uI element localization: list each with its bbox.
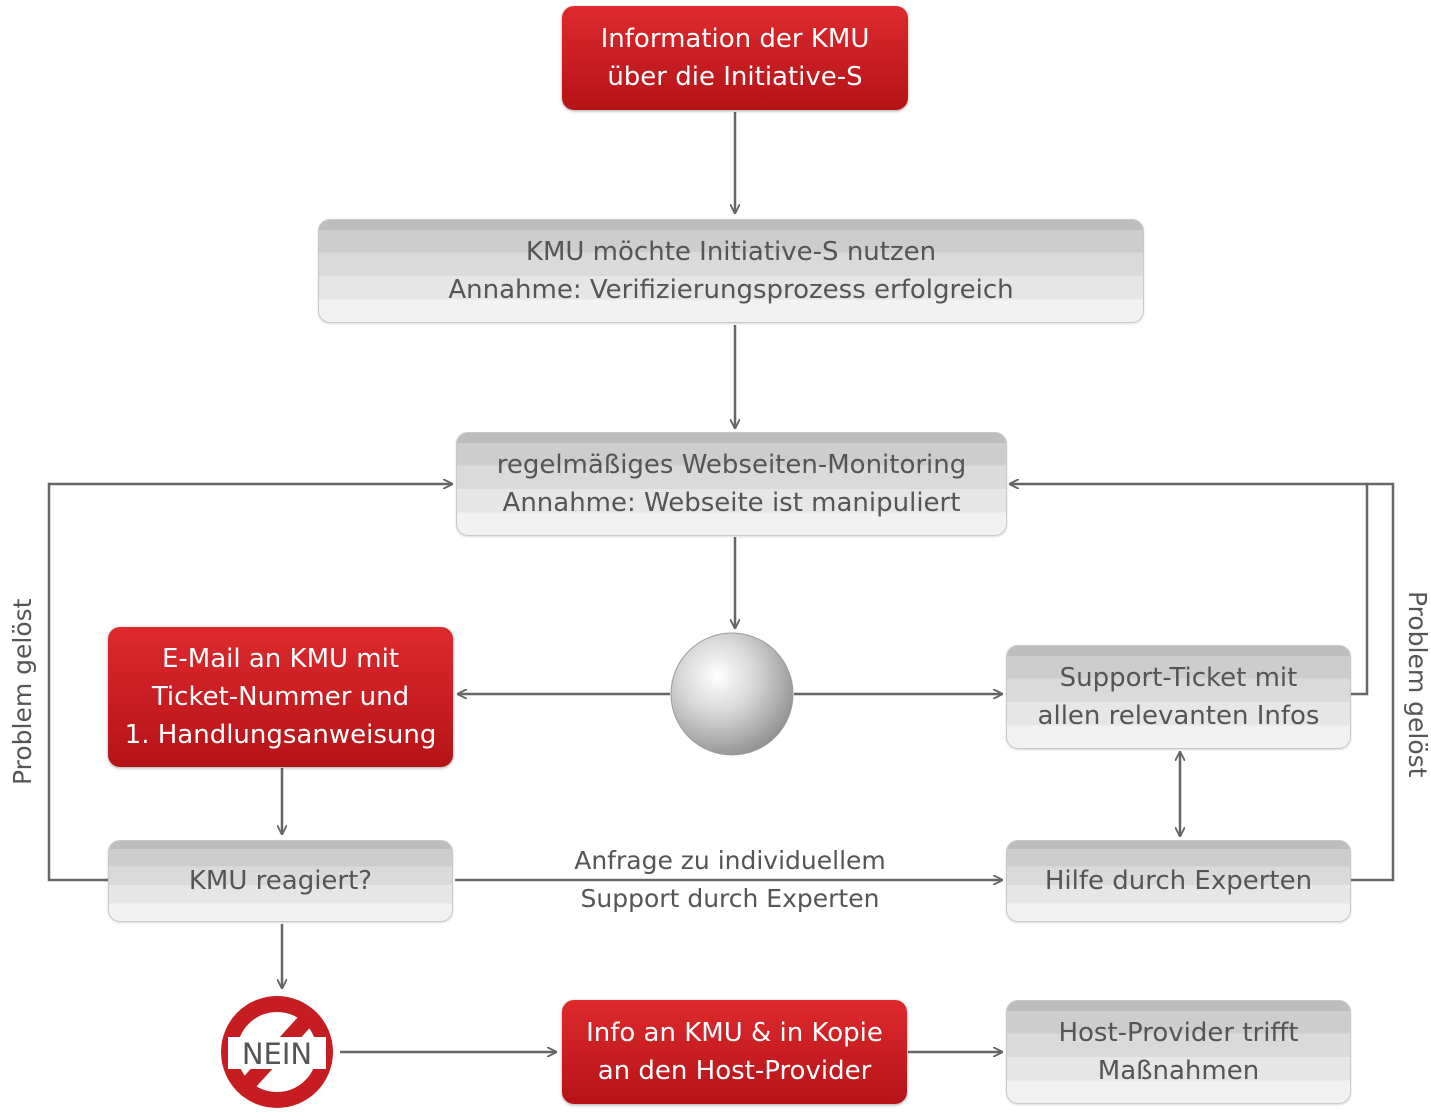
node-kmu-nutzen-line-1: KMU möchte Initiative-S nutzen [525, 237, 937, 267]
loop-right-ticket [1010, 484, 1369, 696]
node-kmu-nutzen-line-2: Annahme: Verifizierungsprozess erfolgrei… [448, 275, 1014, 305]
node-host-provider-line-2: Maßnahmen [1097, 1056, 1260, 1086]
node-info-kmu: Information der KMU über die Initiative-… [562, 6, 908, 110]
loop-right-hilfe [1351, 482, 1395, 882]
edge-label-problem-left: Problem gelöst [8, 598, 37, 785]
nein-label: NEIN [242, 1037, 312, 1071]
nein-stop-sign: NEIN [221, 996, 333, 1108]
node-email-line-1: E-Mail an KMU mit [161, 644, 400, 674]
node-info-kmu-line-2: über die Initiative-S [607, 62, 863, 92]
node-monitoring-line-2: Annahme: Webseite ist manipuliert [502, 488, 961, 518]
node-email-line-3: 1. Handlungsanweisung [124, 720, 437, 750]
edge-label-anfrage-line-1: Anfrage zu individuellem [574, 846, 886, 875]
node-email-line-2: Ticket-Nummer und [151, 682, 410, 712]
node-host-provider-line-1: Host-Provider trifft [1058, 1018, 1299, 1048]
loop-left-problem-geloest [47, 484, 452, 882]
node-support-ticket-line-1: Support-Ticket mit [1059, 663, 1298, 693]
decision-sphere [670, 632, 794, 756]
node-host-provider: Host-Provider trifft Maßnahmen [1006, 1000, 1351, 1104]
node-info-host-line-1: Info an KMU & in Kopie [586, 1018, 883, 1048]
node-monitoring-line-1: regelmäßiges Webseiten-Monitoring [496, 450, 967, 480]
node-info-host: Info an KMU & in Kopie an den Host-Provi… [562, 1000, 907, 1104]
node-hilfe-line-1: Hilfe durch Experten [1044, 866, 1313, 896]
node-info-host-line-2: an den Host-Provider [597, 1056, 872, 1086]
edge-label-problem-right: Problem gelöst [1403, 591, 1431, 778]
node-kmu-nutzen: KMU möchte Initiative-S nutzen Annahme: … [318, 219, 1144, 323]
edge-label-anfrage-line-2: Support durch Experten [580, 884, 880, 913]
node-support-ticket: Support-Ticket mit allen relevanten Info… [1006, 645, 1351, 749]
node-email: E-Mail an KMU mit Ticket-Nummer und 1. H… [108, 627, 453, 767]
node-hilfe: Hilfe durch Experten [1006, 840, 1351, 922]
edge-label-anfrage: Anfrage zu individuellem Support durch E… [520, 842, 940, 918]
node-support-ticket-line-2: allen relevanten Infos [1037, 701, 1320, 731]
node-kmu-reagiert: KMU reagiert? [108, 840, 453, 922]
node-monitoring: regelmäßiges Webseiten-Monitoring Annahm… [456, 432, 1007, 536]
node-info-kmu-line-1: Information der KMU [600, 24, 870, 54]
node-kmu-reagiert-line-1: KMU reagiert? [188, 866, 373, 896]
